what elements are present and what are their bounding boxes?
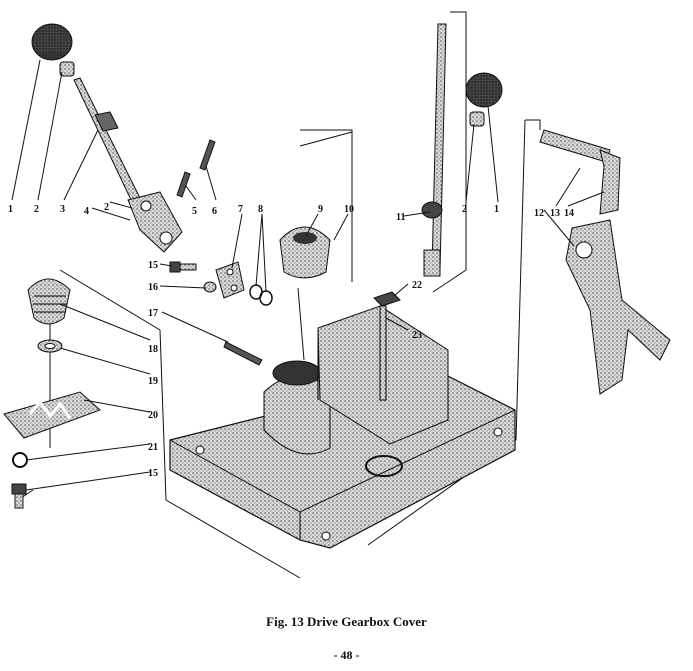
- spring-cup-18: [27, 278, 71, 325]
- pin-17: [223, 341, 263, 366]
- shift-lever-rod-left: [73, 77, 141, 203]
- figure-caption: Fig. 13 Drive Gearbox Cover: [266, 614, 427, 629]
- callout-23: 23: [412, 330, 422, 341]
- gate-plate-20: [3, 391, 101, 439]
- callout-13: 13: [550, 208, 560, 219]
- callout-9: 9: [318, 204, 323, 215]
- callout-18: 18: [148, 344, 158, 355]
- callout-1a: 1: [8, 204, 13, 215]
- lock-nut-right: [469, 111, 485, 127]
- shift-knob-left: [31, 23, 73, 61]
- callout-22: 22: [412, 280, 422, 291]
- callout-16: 16: [148, 282, 158, 293]
- callout-15b: 15: [148, 468, 158, 479]
- callout-leaders: [11, 59, 605, 491]
- callout-numbers: 1 2 3 4 2 5 6 7 8 9 10 11 2 1 12 13 14 1…: [8, 202, 574, 479]
- dust-boot: [279, 226, 331, 279]
- callout-21: 21: [148, 442, 158, 453]
- shift-lever-rod-right: [421, 23, 447, 277]
- lock-nut-left: [59, 61, 75, 77]
- breather-plug: [373, 291, 401, 401]
- gearbox-cover-housing: [169, 305, 516, 549]
- callout-5: 5: [192, 206, 197, 217]
- fork-shaft: [539, 129, 621, 215]
- tab-washer-21: [12, 452, 28, 468]
- callout-4: 4: [84, 206, 89, 217]
- locking-plate: [215, 261, 245, 299]
- bolt-15-upper: [169, 261, 197, 273]
- callout-1b: 1: [494, 204, 499, 215]
- callout-14: 14: [564, 208, 574, 219]
- washer-19: [37, 339, 63, 353]
- callout-19: 19: [148, 376, 158, 387]
- callout-2c: 2: [462, 204, 467, 215]
- callout-8: 8: [258, 204, 263, 215]
- callout-12: 12: [534, 208, 544, 219]
- pins-5-6: [176, 139, 216, 198]
- washer-16: [203, 281, 217, 293]
- callout-11: 11: [396, 212, 405, 223]
- bolt-15-lower: [11, 483, 27, 509]
- callout-17: 17: [148, 308, 158, 319]
- callout-7: 7: [238, 204, 243, 215]
- callout-10: 10: [344, 204, 354, 215]
- callout-15a: 15: [148, 260, 158, 271]
- lever-head-block: [127, 191, 183, 253]
- callout-2b: 2: [104, 202, 109, 213]
- callout-2a: 2: [34, 204, 39, 215]
- callout-3: 3: [60, 204, 65, 215]
- shift-fork-12: [565, 219, 671, 395]
- o-rings: [249, 284, 273, 306]
- page-number: - 48 -: [333, 648, 360, 662]
- shift-knob-right: [465, 72, 503, 108]
- callout-6: 6: [212, 206, 217, 217]
- callout-20: 20: [148, 410, 158, 421]
